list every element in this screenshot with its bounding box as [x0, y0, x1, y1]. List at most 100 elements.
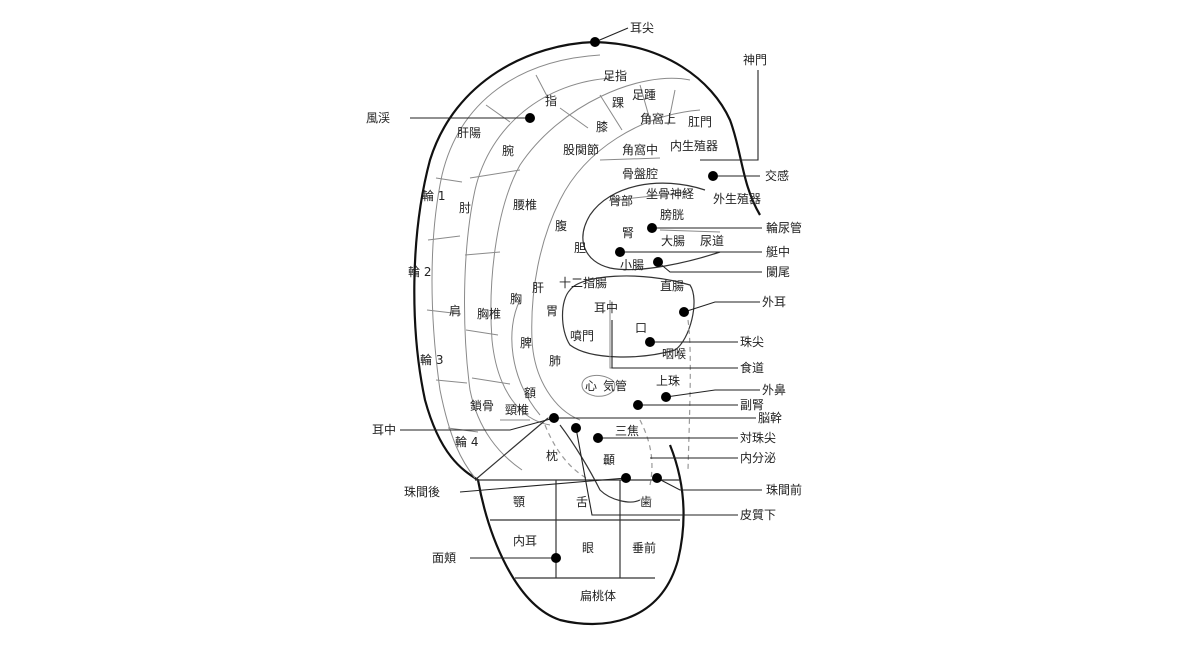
region-xiong: 胸	[510, 291, 522, 306]
dashed-tragus-line	[687, 319, 691, 471]
region-zuzhi: 足指	[603, 68, 627, 83]
region-dan: 胆	[574, 241, 586, 255]
region-e: 額	[524, 386, 536, 400]
callout-zhujianqian: 珠間前	[766, 482, 802, 497]
callout-shenmen: 神門	[743, 53, 767, 67]
callout-jiaogan: 交感	[765, 168, 789, 183]
dot-fushen	[633, 400, 643, 410]
region-xi: 膝	[596, 120, 608, 134]
region-yan: 眼	[582, 541, 594, 555]
callout-shidao: 食道	[740, 360, 764, 375]
dot-waier	[679, 307, 689, 317]
dot-fengxi	[525, 113, 535, 123]
region-wan: 腕	[502, 143, 514, 158]
region-ganyang: 肝陽	[457, 126, 481, 140]
dot-waibi	[661, 392, 671, 402]
callout-erzhong-left: 耳中	[372, 422, 396, 437]
region-shangzhu: 上珠	[656, 374, 680, 388]
region-he: 顎	[513, 495, 525, 509]
region-sanjiao: 三焦	[615, 424, 639, 438]
region-fu: 腹	[555, 219, 567, 233]
callout-waibi: 外鼻	[762, 382, 786, 397]
dot-lanwei	[653, 257, 663, 267]
region-xin: 心	[585, 379, 597, 393]
dot-jiaogan	[708, 171, 718, 181]
region-zuogushenjing: 坐骨神経	[646, 187, 694, 201]
region-neishengzhiqi: 内生殖器	[670, 138, 718, 153]
callout-zhujianhou: 珠間後	[404, 485, 440, 499]
region-lun2: 輪 2	[408, 264, 431, 279]
region-lun4: 輪 4	[455, 434, 478, 449]
region-jingzhui: 頸椎	[505, 402, 529, 417]
dashed-inner-line	[639, 419, 653, 486]
dot-zhujianhou	[621, 473, 631, 483]
callout-fengxi: 風渓	[366, 111, 390, 125]
callout-pizhixia: 皮質下	[740, 507, 776, 522]
callout-labels: 耳尖 神門 風渓 交感 輪尿管 艇中 闌尾 外耳 珠尖 食道 外鼻 副腎 脳幹 …	[366, 21, 802, 565]
region-labels: 足指 足踵 指 踝 角窩上 肛門 肝陽 膝 腕 股関節 角窩中 内生殖器 骨盤腔…	[408, 68, 761, 603]
callout-waier: 外耳	[762, 295, 786, 309]
dot-zhujianqian	[652, 473, 662, 483]
concha-cavity-line	[561, 275, 695, 358]
region-lun3: 輪 3	[420, 352, 443, 367]
region-she: 舌	[576, 495, 588, 509]
region-suogu: 鎖骨	[470, 398, 494, 413]
region-zhen: 枕	[546, 448, 558, 463]
region-guguanjie: 股関節	[563, 142, 599, 157]
region-qiguan: 気管	[603, 378, 627, 393]
region-shierzhichang: 十二指腸	[559, 275, 607, 290]
region-biantaoti: 扁桃体	[580, 588, 616, 603]
antihelix-outer-line	[464, 77, 613, 471]
dot-duizhujian	[593, 433, 603, 443]
region-huai: 踝	[612, 96, 624, 110]
region-zhichang: 直腸	[660, 279, 684, 293]
dot-niaodaoguan	[647, 223, 657, 233]
region-penmen: 噴門	[570, 329, 594, 343]
region-shen: 腎	[622, 226, 634, 240]
region-nie: 顳	[603, 453, 615, 467]
region-niaodao: 尿道	[700, 234, 724, 248]
region-zugen: 足踵	[632, 88, 656, 102]
callout-duizhujian: 対珠尖	[740, 431, 776, 445]
antihelix-inner-line	[490, 77, 691, 426]
region-fei: 肺	[549, 354, 561, 368]
region-neier: 内耳	[513, 534, 537, 548]
callout-naogan: 脳幹	[758, 410, 782, 425]
dot-zhujian	[645, 337, 655, 347]
heart-circle	[581, 374, 616, 397]
region-yaozhui: 腰椎	[513, 197, 537, 212]
intertragic-curve	[559, 424, 641, 503]
callout-fushen: 副腎	[740, 398, 764, 412]
region-pi: 脾	[520, 335, 532, 350]
region-gan: 肝	[532, 281, 544, 295]
region-dachang: 大腸	[661, 234, 685, 248]
region-gangmen: 肛門	[688, 115, 712, 129]
region-pangguang: 膀胱	[660, 207, 684, 222]
dot-qizhong	[615, 247, 625, 257]
concha-line-1	[531, 109, 701, 421]
dot-jijian	[590, 37, 600, 47]
region-chi: 歯	[640, 495, 652, 509]
region-zhou: 肘	[459, 200, 471, 215]
region-waishengzhiqi: 外生殖器	[713, 191, 761, 206]
callout-lanwei: 闌尾	[766, 265, 790, 279]
leader-lines	[400, 27, 762, 559]
region-erzhong: 耳中	[594, 300, 618, 315]
region-tunbu: 臀部	[609, 193, 633, 208]
region-jian: 肩	[449, 303, 461, 318]
region-chuiqian: 垂前	[632, 540, 656, 555]
region-gupanqiang: 骨盤腔	[622, 166, 658, 181]
callout-qizhong: 艇中	[766, 244, 790, 259]
region-xiaochang: 小腸	[620, 258, 644, 272]
dot-naogan	[549, 413, 559, 423]
ear-top-rim	[594, 40, 761, 216]
region-jiaowoshang: 角窩上	[640, 111, 676, 126]
callout-zhujian: 珠尖	[740, 335, 764, 349]
region-kou: 口	[635, 321, 647, 335]
callout-jijian: 耳尖	[630, 21, 654, 35]
callout-mianjia: 面頬	[432, 551, 456, 565]
region-zhi: 指	[545, 93, 557, 108]
cymba-line	[582, 182, 721, 271]
